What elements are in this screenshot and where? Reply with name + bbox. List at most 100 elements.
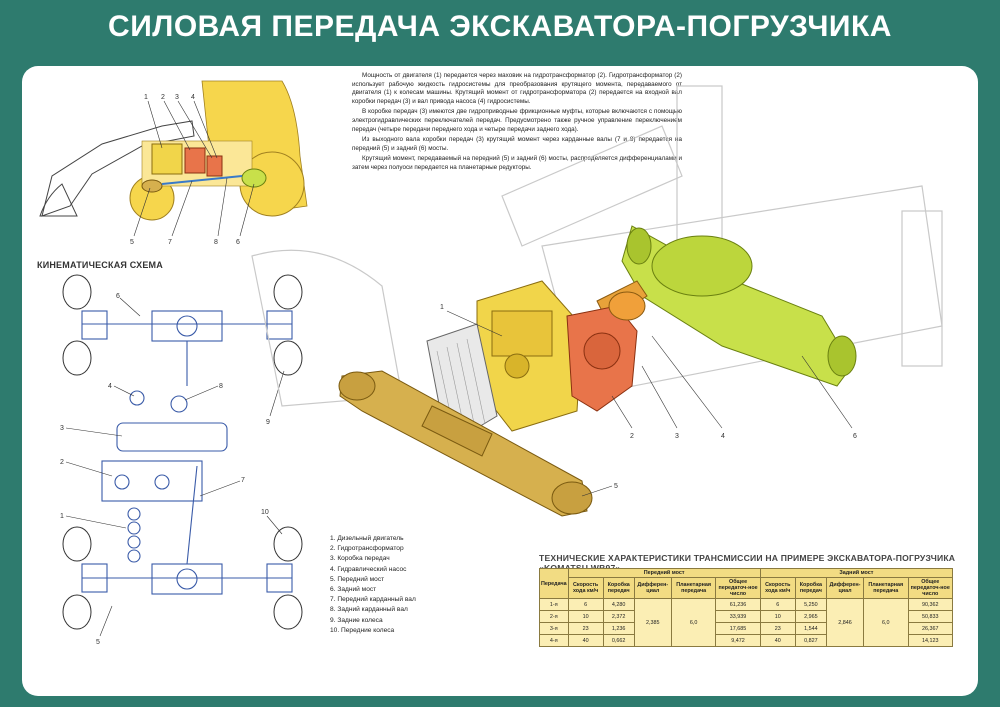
spec-col-speed: Скорость хода км/ч	[759, 577, 796, 599]
rear-left-wheel	[62, 274, 92, 310]
legend-item: 10. Передние колеса	[330, 626, 395, 634]
gearbox-block	[206, 155, 223, 177]
pump-symbol	[129, 390, 145, 406]
spec-header-rear: Задний мост	[759, 568, 954, 578]
cell-front-box: 2,372	[602, 610, 635, 623]
loader-callout-1: 1	[144, 94, 148, 101]
engine-cylinder-2	[127, 521, 141, 535]
cell-rear-box: 0,827	[794, 634, 827, 647]
cell-front-total: 33,939	[715, 610, 761, 623]
loader-callout-4: 4	[191, 94, 195, 101]
engine-cylinder-1	[127, 507, 141, 521]
cell-front-speed: 10	[567, 610, 604, 623]
gearbox-housing	[101, 460, 203, 502]
spec-col-speed: Скорость хода км/ч	[567, 577, 604, 599]
scheme-callout-3: 3	[60, 425, 64, 432]
cell-gear: 4-я	[539, 634, 569, 647]
kinematic-scheme: 6 4 8 3 2 7 1 10 9 5	[60, 274, 303, 646]
rear-cardan-symbol	[170, 395, 188, 413]
spec-col-diff: Дифферен-циал	[825, 577, 865, 599]
cell-front-speed: 6	[567, 598, 604, 611]
description-text: Мощность от двигателя (1) передается чер…	[352, 72, 682, 175]
loader-callout-2: 2	[161, 94, 165, 101]
description-paragraph-3: Из выходного вала коробки передач (3) кр…	[352, 136, 682, 152]
cell-front-planet: 6,0	[670, 598, 717, 647]
legend-item: 8. Задний карданный вал	[330, 606, 408, 614]
converter-3d	[566, 305, 638, 412]
cell-front-total: 61,236	[715, 598, 761, 611]
assembly-callout-2: 2	[630, 433, 634, 440]
scheme-callout-4: 4	[108, 383, 112, 390]
cell-front-box: 4,280	[602, 598, 635, 611]
loader-callout-7: 7	[168, 239, 172, 246]
front-axle-3d	[338, 370, 593, 517]
legend-item: 1. Дизельный двигатель	[330, 535, 404, 542]
legend-item: 3. Коробка передач	[330, 555, 390, 563]
bucket-outline	[39, 183, 78, 217]
cell-rear-box: 1,544	[794, 622, 827, 635]
legend-item: 2. Гидротрансформатор	[330, 545, 404, 553]
rear-diff-gear	[176, 315, 198, 337]
cell-front-diff: 2,385	[633, 598, 672, 647]
front-left-wheel	[62, 526, 92, 562]
cell-front-speed: 40	[567, 634, 604, 647]
chassis-rail	[501, 125, 683, 247]
kinematic-scheme-title: КИНЕМАТИЧЕСКАЯ СХЕМА	[37, 260, 163, 270]
scheme-callout-10: 10	[261, 509, 269, 516]
cell-front-total: 9,472	[715, 634, 761, 647]
spec-col-total: Общее передаточ-ное число	[907, 577, 954, 599]
cell-rear-speed: 40	[759, 634, 796, 647]
cell-gear: 2-я	[539, 610, 569, 623]
cell-rear-total: 26,367	[907, 622, 954, 635]
front-right-wheel	[273, 526, 303, 562]
cell-rear-speed: 6	[759, 598, 796, 611]
assembly-callout-5: 5	[614, 483, 618, 490]
rear-axle-3d	[621, 225, 857, 387]
front-right-hub	[266, 563, 293, 593]
rear-right-wheel	[273, 274, 303, 310]
front-shaft	[186, 465, 198, 565]
scheme-callout-2: 2	[60, 459, 64, 466]
rear-left-wheel-2	[62, 340, 92, 376]
cell-gear: 3-я	[539, 622, 569, 635]
loader-illustration: 1 2 3 4 5 7 8 6	[39, 80, 308, 246]
cell-rear-speed: 10	[759, 610, 796, 623]
cell-gear: 1-я	[539, 598, 569, 611]
cell-rear-total: 50,833	[907, 610, 954, 623]
spec-col-total: Общее передаточ-ное число	[715, 577, 761, 599]
rear-axle-mini	[241, 168, 267, 188]
scheme-callout-9: 9	[266, 419, 270, 426]
loader-callout-6: 6	[236, 239, 240, 246]
cell-rear-total: 14,123	[907, 634, 954, 647]
engine-cylinder-3	[127, 535, 141, 549]
table-row: 2-я 10 2,372 33,939 10 2,965 50,833	[539, 610, 954, 623]
loader-arm-outline	[41, 120, 195, 217]
table-row: 1-я 6 4,280 2,385 6,0 61,236 6 5,250 2,8…	[539, 598, 954, 647]
front-axle-mini	[141, 179, 163, 193]
legend-list: 1. Дизельный двигатель 2. Гидротрансформ…	[330, 534, 416, 636]
description-paragraph-1: Мощность от двигателя (1) передается чер…	[352, 72, 682, 105]
cell-rear-box: 5,250	[794, 598, 827, 611]
assembly-callout-4: 4	[721, 433, 725, 440]
cell-rear-planet: 6,0	[863, 598, 909, 647]
cell-rear-diff: 2,846	[825, 598, 865, 647]
cell-front-box: 1,236	[602, 622, 635, 635]
converter-housing	[116, 422, 228, 452]
page-title: СИЛОВАЯ ПЕРЕДАЧА ЭКСКАВАТОРА-ПОГРУЗЧИКА	[108, 10, 892, 43]
scheme-callout-8: 8	[219, 383, 223, 390]
spec-col-box: Коробка передач	[794, 577, 827, 599]
spec-table: Передача Передний мост Задний мост Скоро…	[539, 568, 954, 647]
engine-cylinder-4	[127, 549, 141, 563]
gearbox-gear-1	[114, 474, 130, 490]
pump-3d	[608, 291, 646, 321]
loader-callout-8: 8	[214, 239, 218, 246]
assembly-illustration: 1 2 3 4 6 5	[251, 85, 943, 517]
engine-block	[151, 143, 183, 175]
front-left-wheel-2	[62, 594, 92, 630]
assembly-callout-6: 6	[853, 433, 857, 440]
scheme-callout-6: 6	[116, 293, 120, 300]
legend-item: 7. Передний карданный вал	[330, 596, 416, 604]
front-left-hub	[81, 563, 108, 593]
table-row: 4-я 40 0,662 9,472 40 0,827 14,123	[539, 634, 954, 647]
content-panel: 1 2 3 4 5 7 8 6 Мощность от двигателя (1…	[22, 66, 978, 696]
